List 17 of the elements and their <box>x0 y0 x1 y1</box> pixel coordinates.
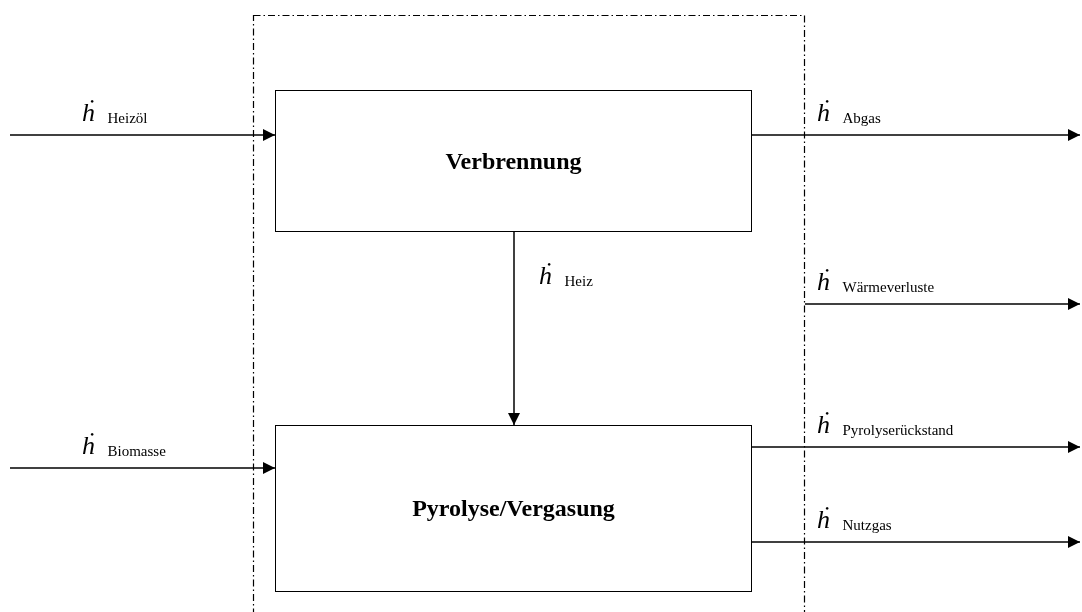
process-box: Verbrennung <box>275 90 752 232</box>
arrow <box>751 441 1081 453</box>
edge-label: ḣ $_{Nutzgas}$ <box>815 507 894 533</box>
edge-label: ḣ $_{Heiz}$ <box>537 263 595 289</box>
process-box: Pyrolyse/Vergasung <box>275 425 752 592</box>
system-boundary <box>253 15 805 612</box>
edge-label: ḣ $_{Biomasse}$ <box>80 433 168 459</box>
edge-label: ḣ $_{Wärmeverluste}$ <box>815 269 937 295</box>
arrow <box>804 298 1081 310</box>
edge-label: ḣ $_{Abgas}$ <box>815 100 883 126</box>
edge-label: ḣ $_{Heizöl}$ <box>80 100 150 126</box>
arrow <box>9 462 276 474</box>
arrow <box>751 536 1081 548</box>
edge-label: ḣ $_{Pyrolyserückstand}$ <box>815 412 956 438</box>
arrow <box>508 231 520 426</box>
arrow <box>751 129 1081 141</box>
arrow <box>9 129 276 141</box>
